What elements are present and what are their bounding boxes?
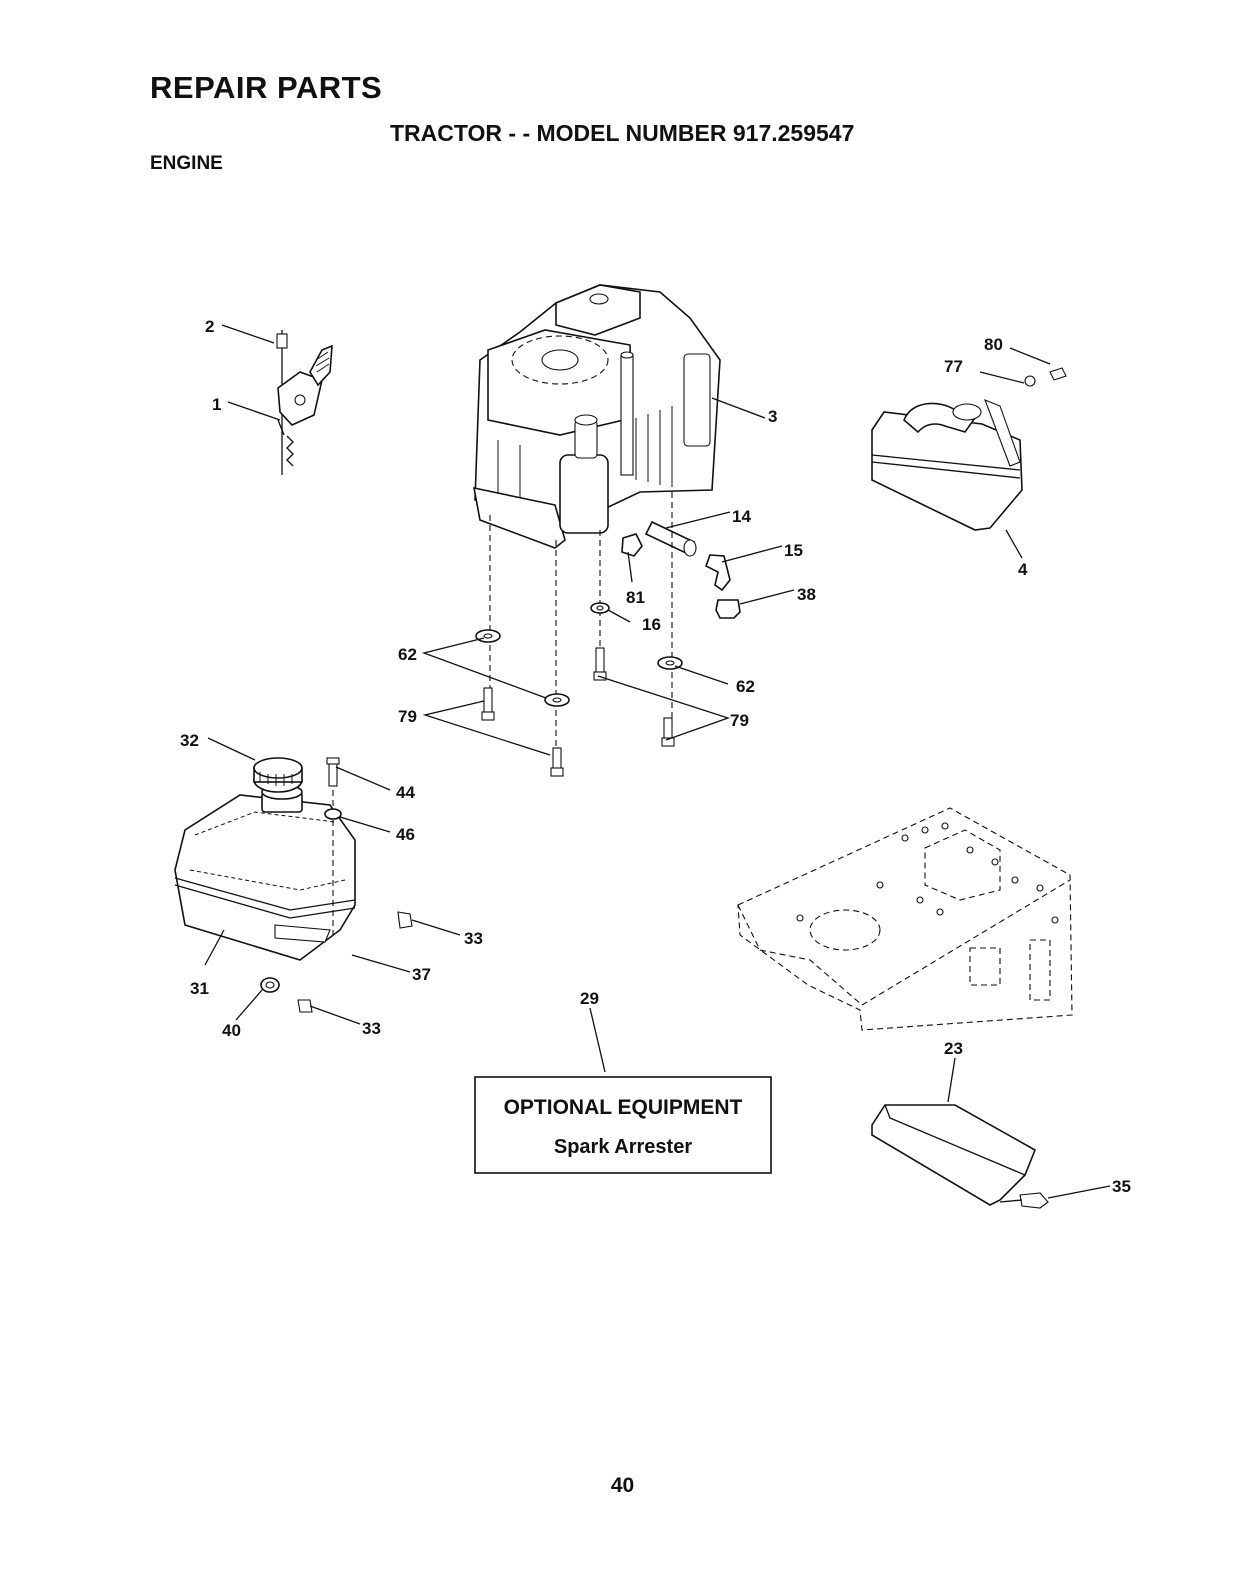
callout-32: 32 <box>180 731 199 750</box>
callout-4: 4 <box>1018 560 1028 579</box>
engine-part <box>474 285 720 548</box>
callout-62-right: 62 <box>736 677 755 696</box>
callout-46: 46 <box>396 825 415 844</box>
callout-33-bottom: 33 <box>362 1019 381 1038</box>
heat-shield-part <box>872 1105 1048 1208</box>
callout-80: 80 <box>984 335 1003 354</box>
callout-79-left: 79 <box>398 707 417 726</box>
callout-79-right: 79 <box>730 711 749 730</box>
optional-equipment-box: OPTIONAL EQUIPMENT Spark Arrester <box>475 1077 771 1173</box>
callout-14: 14 <box>732 507 751 526</box>
callout-40: 40 <box>222 1021 241 1040</box>
callout-1: 1 <box>212 395 221 414</box>
page-number: 40 <box>0 1474 1245 1498</box>
callout-29: 29 <box>580 989 599 1008</box>
callout-31: 31 <box>190 979 209 998</box>
callout-44: 44 <box>396 783 415 802</box>
callout-77: 77 <box>944 357 963 376</box>
callout-33-top: 33 <box>464 929 483 948</box>
muffler-part <box>872 368 1066 530</box>
fuel-tank-part <box>175 758 355 992</box>
callout-23: 23 <box>944 1039 963 1058</box>
throttle-control-part <box>277 330 332 475</box>
callout-3: 3 <box>768 407 777 426</box>
callout-15: 15 <box>784 541 803 560</box>
chassis-frame-part <box>738 808 1072 1030</box>
callout-37: 37 <box>412 965 431 984</box>
callout-81: 81 <box>626 588 645 607</box>
callout-16: 16 <box>642 615 661 634</box>
optional-equipment-title: OPTIONAL EQUIPMENT <box>504 1096 743 1119</box>
spark-arrester-label: Spark Arrester <box>554 1136 692 1158</box>
callout-35: 35 <box>1112 1177 1131 1196</box>
callout-62-left: 62 <box>398 645 417 664</box>
callout-2: 2 <box>205 317 214 336</box>
callout-38: 38 <box>797 585 816 604</box>
